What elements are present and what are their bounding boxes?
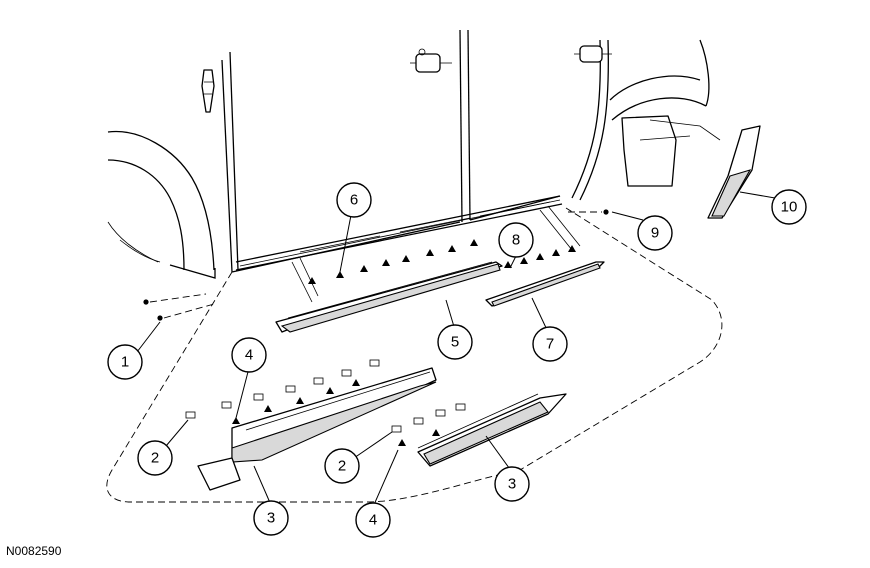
part-2-clips — [185, 359, 466, 433]
part-10-arch-molding — [707, 125, 761, 219]
callout-1: 1 — [107, 344, 143, 380]
part-1-screws — [143, 293, 215, 321]
figure-id-label: N0082590 — [6, 544, 62, 558]
part-6-clips — [291, 239, 478, 303]
part-4-fasteners — [232, 379, 440, 446]
callout-9-label: 9 — [651, 225, 659, 242]
door-emblem — [201, 69, 215, 113]
callout-4a: 4 — [231, 337, 267, 373]
callout-4b-label: 4 — [369, 512, 377, 529]
callout-6-label: 6 — [350, 192, 358, 209]
part-8-clips — [504, 205, 581, 268]
front-wheel-arch — [107, 130, 216, 279]
callout-2a: 2 — [137, 440, 173, 476]
assembly-envelope — [106, 207, 723, 503]
callout-7: 7 — [532, 326, 568, 362]
callout-8: 8 — [498, 222, 534, 258]
callout-4a-label: 4 — [245, 347, 253, 364]
callout-2b-label: 2 — [338, 458, 346, 475]
part-3-rear-lower-trim — [417, 393, 567, 467]
callout-2b: 2 — [324, 448, 360, 484]
callout-7-label: 7 — [546, 336, 554, 353]
rear-wheel-arch — [609, 39, 721, 187]
part-5-sill-trim — [275, 261, 503, 333]
door-handle — [410, 48, 452, 73]
callout-10-label: 10 — [781, 199, 798, 216]
callout-8-label: 8 — [512, 232, 520, 249]
callout-9: 9 — [637, 215, 673, 251]
part-7-rear-sill-trim — [485, 261, 605, 307]
callout-3b-label: 3 — [508, 476, 516, 493]
rear-door-handle — [574, 45, 612, 63]
callout-5-label: 5 — [451, 334, 459, 351]
callout-6: 6 — [336, 182, 372, 218]
body-sill — [235, 195, 563, 271]
callout-2a-label: 2 — [151, 450, 159, 467]
callout-10: 10 — [771, 189, 807, 225]
part-9-screw — [568, 209, 609, 215]
part-3-front-lower-trim — [197, 367, 437, 491]
callout-4b: 4 — [355, 502, 391, 538]
callout-3a-label: 3 — [267, 510, 275, 527]
front-door — [201, 29, 471, 273]
callout-3b: 3 — [494, 466, 530, 502]
callout-3a: 3 — [253, 500, 289, 536]
rear-door — [469, 39, 612, 221]
callout-1-label: 1 — [121, 354, 129, 371]
callout-5: 5 — [437, 324, 473, 360]
